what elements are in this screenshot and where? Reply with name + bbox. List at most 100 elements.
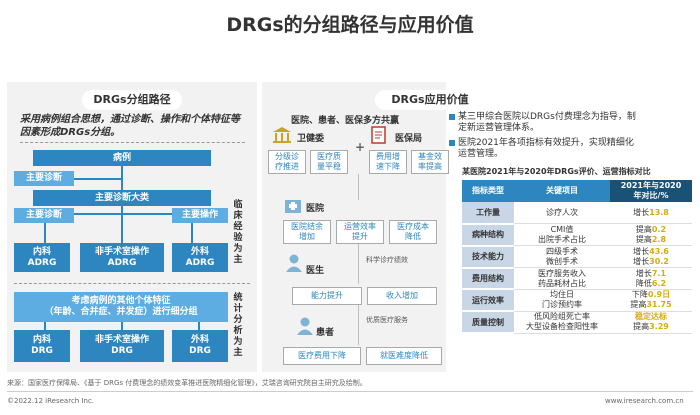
adrg-internal-b: ADRG [27, 257, 57, 268]
row-value: 增长13.8 [610, 201, 692, 225]
drg-nonsurgical-b: DRG [111, 346, 133, 356]
individual-features-line2: （年龄、合并症、并发症）进行细分组 [44, 307, 198, 317]
row-item: 均住日门诊预约率 [514, 289, 610, 312]
ins-box-cost: 费用增 速下降 [369, 150, 407, 174]
row-item: CMI值出院手术占比 [514, 223, 610, 247]
row-item: 诊疗人次 [514, 201, 610, 225]
row-category: 费用结构 [462, 267, 514, 291]
adrg-surgical: 外科 ADRG [172, 243, 228, 272]
table-row: 工作量 诊疗人次 增长13.8 [462, 201, 692, 225]
insurance-bureau-label: 医保局 [395, 134, 423, 144]
adrg-nonsurgical-b: ADRG [107, 257, 137, 268]
connector [44, 213, 191, 215]
win-win-heading: 医院、患者、医保多方共赢 [291, 116, 400, 126]
hc-box-quality-l2: 量平稳 [317, 162, 341, 171]
statistical-analysis-label: 统计分析为主 [233, 293, 243, 358]
ins-box-fund: 基金效 率提高 [411, 150, 449, 174]
header-type: 指标类型 [462, 180, 514, 202]
row-category: 技术能力 [462, 245, 514, 269]
patient-label: 患者 [316, 328, 335, 338]
drg-internal-b: DRG [31, 346, 53, 356]
connector [121, 206, 123, 214]
connector [358, 174, 359, 200]
bullet-square-icon [449, 139, 455, 146]
hospital-box-efficiency: 运营效率 提升 [336, 220, 384, 244]
bullet-2-l2: 运营管理。 [458, 149, 504, 159]
table-title: 某医院2021年与2020年DRGs评价、运营指标对比 [462, 167, 651, 176]
hospital-box-surplus: 医院结余 增加 [283, 220, 331, 244]
main-diagnosis-label-2: 主要诊断 [14, 208, 74, 223]
main-operation-label: 主要操作 [172, 208, 228, 223]
plus-sign: + [355, 140, 366, 154]
separator [14, 283, 250, 284]
ins-box-cost-l2: 速下降 [376, 162, 400, 171]
copyright: ©2022.12 iResearch Inc. [7, 397, 95, 405]
patient-box-access-text: 就医难度降低 [380, 351, 428, 360]
connector [121, 166, 123, 190]
header-compare-l1: 2021年与2020 [620, 180, 682, 190]
table-row: 质量控制 低风险组死亡率大型设备检查阳性率 稳定达标提高3.29 [462, 311, 692, 335]
row-item: 医疗服务收入药品耗材占比 [514, 267, 610, 290]
row-category: 工作量 [462, 201, 514, 225]
connector [121, 213, 123, 243]
patient-box-access: 就医难度降低 [366, 347, 442, 365]
website-link[interactable]: www.iresearch.com.cn [605, 397, 684, 405]
source-note: 来源：国家医疗保障局、《基于 DRGs 付费理念的绩效变革推进医院精细化管理》，… [7, 379, 367, 387]
drg-internal: 内科 DRG [14, 330, 70, 362]
patient-box-cost-text: 医疗费用下降 [298, 351, 346, 360]
bullet-1-l1: 某三甲综合医院以DRGs付费理念为指导，制 [458, 112, 636, 122]
connector [198, 322, 200, 330]
adrg-internal-a: 内科 [32, 246, 51, 257]
doctor-box-income-text: 收入增加 [386, 291, 418, 300]
grouping-intro: 采用病例组合思想，通过诊断、操作和个体特征等因素形成DRGs分组。 [20, 113, 245, 143]
government-building-icon [273, 127, 291, 143]
doctor-box-ability-text: 能力提升 [311, 291, 343, 300]
adrg-internal: 内科 ADRG [14, 243, 70, 272]
ins-box-cost-l1: 费用增 [376, 152, 400, 161]
adrg-nonsurgical: 非手术室操作 ADRG [80, 243, 164, 272]
hospital-icon [285, 200, 301, 213]
row-category: 病种结构 [462, 223, 514, 247]
connector [44, 322, 46, 330]
connector [74, 178, 121, 180]
health-commission-label: 卫健委 [297, 134, 325, 144]
hospital-box-efficiency-l1: 运营效率 [344, 222, 376, 231]
page-title: DRGs的分组路径与应用价值 [226, 14, 474, 36]
doctor-icon [286, 254, 302, 272]
hospital-box-cost-l2: 降低 [405, 232, 421, 241]
table-row: 运行效率 均住日门诊预约率 下降0.9日提高31.75 [462, 289, 692, 313]
bullet-1-l2: 定新运营管理体系。 [458, 123, 540, 133]
performance-note: 科学诊疗绩效 [366, 256, 408, 264]
hospital-box-cost: 医疗成本 降低 [389, 220, 437, 244]
hc-box-quality: 医疗质 量平稳 [310, 150, 348, 174]
hc-box-tiered-l2: 疗推进 [275, 162, 299, 171]
hc-box-quality-l1: 医疗质 [317, 152, 341, 161]
clinical-experience-label: 临床经验为主 [233, 200, 243, 265]
bullet-2: 医院2021年各项指标有效提升，实现精细化 运营管理。 [449, 138, 693, 160]
header-compare-l2: 年对比/% [633, 190, 669, 200]
row-item: 低风险组死亡率大型设备检查阳性率 [514, 311, 610, 334]
bullet-2-l1: 医院2021年各项指标有效提升，实现精细化 [458, 138, 634, 148]
connector [358, 244, 359, 284]
drg-internal-a: 内科 [32, 335, 51, 345]
bullet-1: 某三甲综合医院以DRGs付费理念为指导，制 定新运营管理体系。 [449, 112, 693, 134]
grouping-intro-text: 采用病例组合思想，通过诊断、操作和个体特征等因素形成DRGs分组。 [20, 114, 240, 138]
footer-divider [7, 391, 693, 392]
doctor-label: 医生 [306, 266, 325, 276]
connector [121, 322, 123, 330]
hospital-label: 医院 [306, 204, 325, 214]
doctor-box-income: 收入增加 [367, 287, 437, 305]
header-item: 关键项目 [514, 180, 610, 202]
ins-box-fund-l1: 基金效 [418, 152, 442, 161]
adrg-surgical-a: 外科 [190, 246, 209, 257]
grouping-path-panel [7, 82, 257, 372]
row-value: 稳定达标提高3.29 [610, 311, 692, 334]
